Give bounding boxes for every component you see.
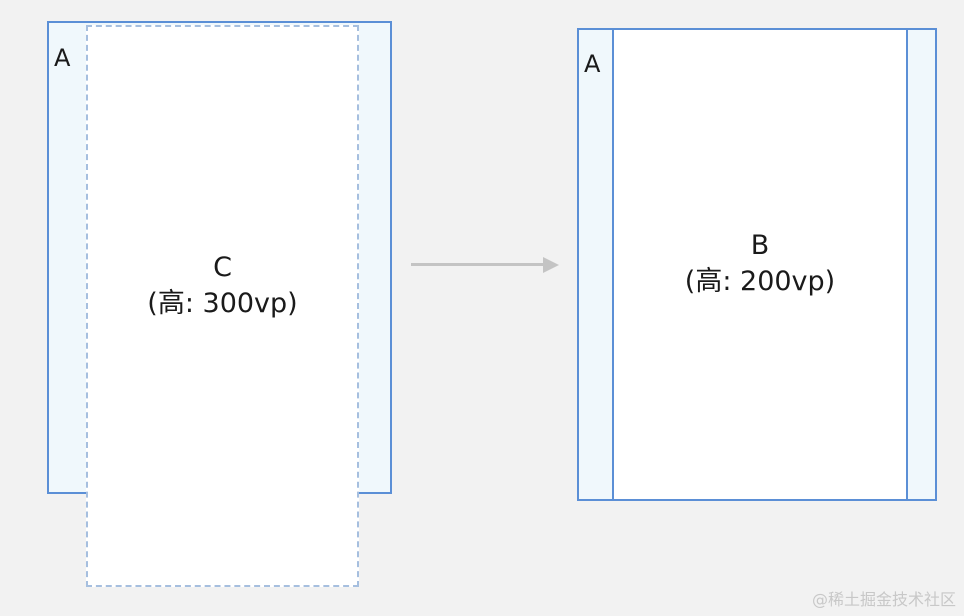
child-b-text: B (高: 200vp) (612, 228, 908, 300)
child-c-text: C (高: 300vp) (86, 250, 359, 322)
child-b-size: (高: 200vp) (684, 266, 836, 297)
container-a-right-label: A (584, 50, 601, 78)
arrow-line (411, 263, 545, 266)
child-b-name: B (750, 230, 770, 261)
container-a-left-label: A (54, 44, 71, 72)
watermark: @稀土掘金技术社区 (811, 590, 956, 609)
child-c-size: (高: 300vp) (147, 288, 298, 319)
child-c-name: C (213, 252, 232, 283)
child-c-dashed (86, 25, 359, 587)
child-b (612, 28, 908, 501)
arrow-right-icon (543, 257, 559, 273)
